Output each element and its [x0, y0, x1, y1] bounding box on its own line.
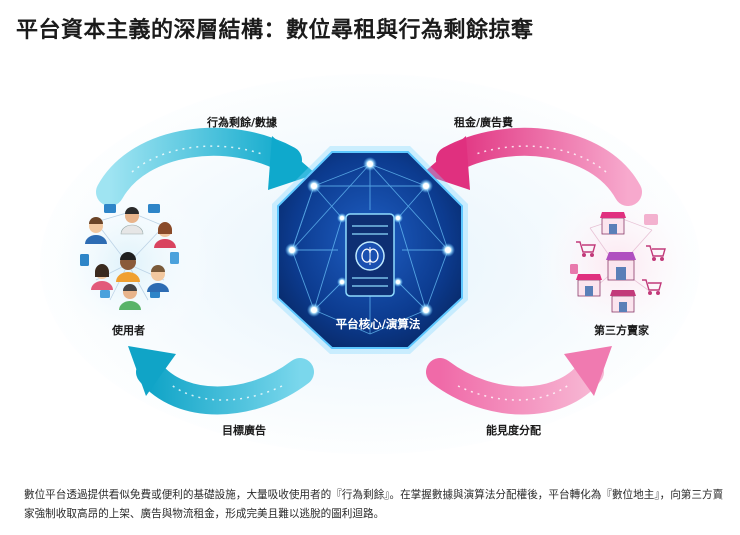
page-title: 平台資本主義的深層結構：數位尋租與行為剩餘掠奪	[16, 18, 534, 43]
store-4	[610, 290, 636, 313]
person-6	[147, 265, 169, 292]
platform-diagram: 行為剩餘/數據 租金/廣告費 使用者 第三方賣家 目標廣告 能見度分配 平台核心…	[0, 54, 740, 464]
person-2	[120, 207, 144, 235]
platform-core	[272, 146, 468, 354]
network-lines	[291, 163, 449, 335]
arrow-visibility-allocation	[426, 346, 612, 415]
store-1	[600, 212, 626, 235]
person-3	[154, 222, 176, 248]
server-brain-icon	[345, 213, 395, 297]
person-4	[91, 264, 113, 290]
flow-label-behavior-data: 行為剩餘/數據	[207, 116, 278, 129]
core-label: 平台核心/演算法	[335, 317, 421, 331]
store-2	[606, 252, 636, 281]
storefront-cluster-icon	[570, 212, 666, 313]
sellers-label: 第三方賣家	[594, 324, 649, 337]
flow-label-visibility-allocation: 能見度分配	[486, 424, 541, 437]
arrow-behavior-data	[96, 127, 316, 206]
phone-icon	[570, 264, 578, 274]
network-nodes	[285, 157, 455, 317]
store-3	[576, 274, 602, 297]
flow-label-targeted-ads: 目標廣告	[222, 424, 266, 437]
arrow-targeted-ads	[128, 346, 314, 415]
flow-label-rent-ad-fees: 租金/廣告費	[454, 116, 514, 129]
person-7	[119, 284, 141, 310]
users-label: 使用者	[112, 324, 145, 337]
arrow-rent-ad-fees	[422, 127, 642, 206]
shopping-cart-icons	[576, 241, 666, 295]
users-group-icon	[80, 204, 179, 310]
caption: 數位平台透過提供看似免費或便利的基礎設施，大量吸收使用者的『行為剩餘』。在掌握數…	[24, 489, 724, 520]
diagram-canvas	[40, 74, 703, 454]
receipt-icon	[644, 214, 658, 225]
person-5	[116, 252, 140, 282]
person-1	[85, 217, 107, 244]
